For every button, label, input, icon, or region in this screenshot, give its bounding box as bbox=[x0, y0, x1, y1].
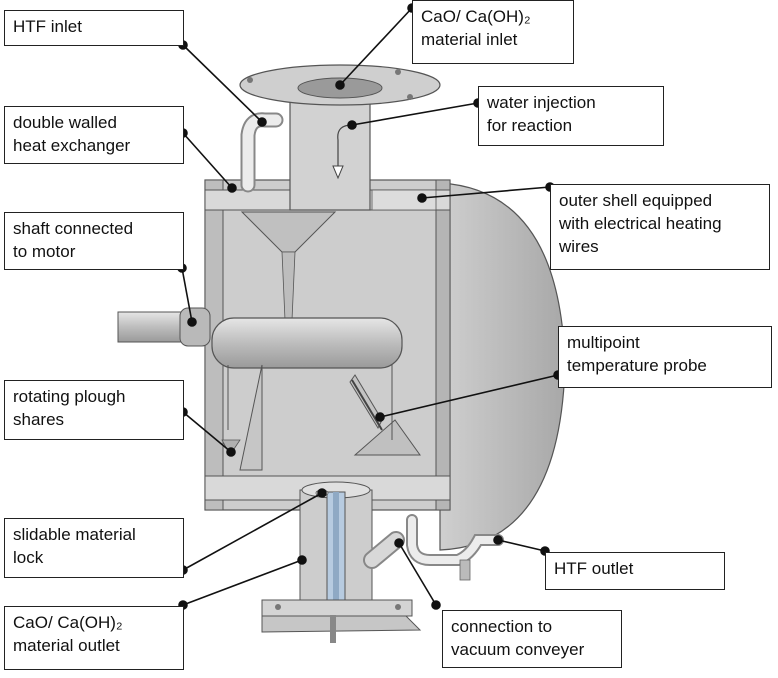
label-htf-outlet: HTF outlet bbox=[545, 552, 725, 590]
label-htf-inlet: HTF inlet bbox=[4, 10, 184, 46]
end-disc bbox=[439, 182, 566, 551]
inlet-neck bbox=[289, 87, 371, 211]
